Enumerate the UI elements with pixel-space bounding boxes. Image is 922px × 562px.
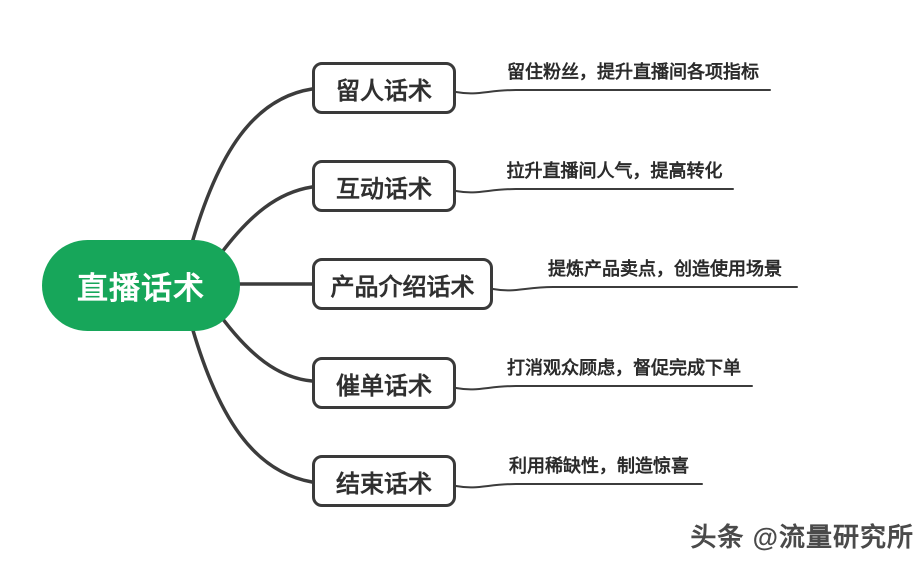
branch-node-urge-order[interactable]: 催单话术 [312, 357, 456, 409]
branch-note-interact: 拉升直播间人气，提高转化 [506, 161, 723, 181]
branch-node-label: 产品介绍话术 [330, 273, 475, 301]
branch-node-label: 互动话术 [336, 175, 432, 203]
note-underline-5 [455, 483, 703, 489]
branch-curve-4 [212, 305, 314, 383]
root-node-label: 直播话术 [77, 271, 205, 306]
branch-node-closing[interactable]: 结束话术 [312, 455, 456, 507]
branch-node-label: 留人话术 [336, 77, 432, 105]
branch-note-closing: 利用稀缺性，制造惊喜 [509, 456, 689, 476]
branch-curve-1 [188, 87, 314, 252]
watermark: 头条 @流量研究所 [690, 522, 914, 552]
branch-node-product-intro[interactable]: 产品介绍话术 [312, 258, 493, 310]
note-underline-1 [455, 89, 771, 95]
branch-node-retain[interactable]: 留人话术 [312, 62, 456, 114]
branch-curve-2 [212, 185, 314, 265]
note-underline-2 [455, 188, 734, 194]
branch-node-interact[interactable]: 互动话术 [312, 160, 456, 212]
branch-note-product-intro: 提炼产品卖点，创造使用场景 [548, 259, 782, 279]
branch-note-urge-order: 打消观众顾虑，督促完成下单 [507, 358, 741, 378]
branch-note-retain: 留住粉丝，提升直播间各项指标 [507, 62, 759, 82]
branch-node-label: 结束话术 [336, 470, 432, 498]
branch-node-label: 催单话术 [336, 372, 432, 400]
root-node[interactable]: 直播话术 [42, 240, 240, 331]
note-underline-3 [492, 286, 798, 292]
branch-curve-5 [188, 318, 314, 484]
note-underline-4 [455, 385, 753, 391]
